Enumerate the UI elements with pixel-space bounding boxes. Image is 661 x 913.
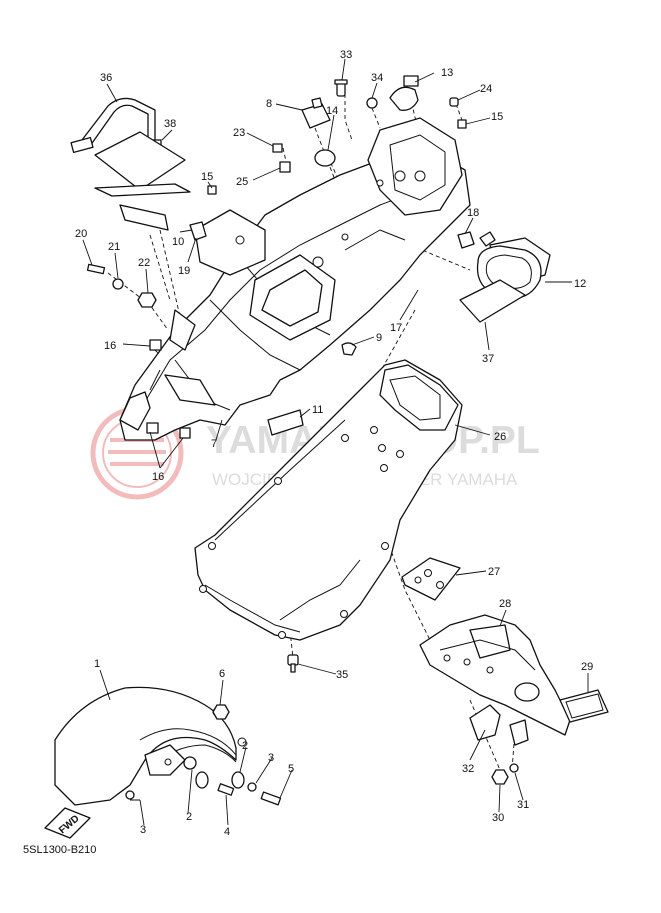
callout-7: 7	[211, 438, 217, 450]
callout-9: 9	[376, 332, 382, 344]
parts-30-31	[491, 763, 519, 785]
callout-17: 17	[390, 322, 402, 334]
callout-6: 6	[219, 668, 225, 680]
part-12-tail-light	[459, 231, 551, 323]
leader-lines	[82, 58, 589, 826]
fwd-arrow-icon: FWD	[44, 807, 91, 839]
callout-8: 8	[266, 98, 272, 110]
callout-29: 29	[581, 661, 593, 673]
callout-13: 13	[441, 67, 453, 79]
callout-25: 25	[236, 176, 248, 188]
parts-9-11	[267, 342, 357, 436]
callout-1: 1	[94, 658, 100, 670]
callout-24: 24	[480, 83, 492, 95]
callout-11: 11	[312, 404, 323, 416]
callout-3a: 3	[268, 752, 274, 764]
callout-16b: 16	[152, 471, 164, 483]
callout-37: 37	[482, 353, 494, 365]
callouts: 36 38 33 34 13 24 8 14 15 23 25 15 10 18…	[75, 49, 593, 838]
callout-34: 34	[371, 72, 383, 84]
part-7-rear-inner-fender	[119, 117, 471, 441]
callout-16a: 16	[104, 340, 116, 352]
callout-38: 38	[164, 118, 176, 130]
callout-31: 31	[517, 799, 529, 811]
callout-14: 14	[326, 105, 338, 117]
part-26-rear-fender-cover	[194, 359, 463, 641]
callout-22: 22	[138, 257, 150, 269]
parts-16-clips	[146, 339, 191, 439]
front-fender-fasteners	[125, 704, 282, 806]
callout-28: 28	[499, 598, 511, 610]
callout-19: 19	[178, 265, 190, 277]
part-29-reflector	[559, 689, 609, 723]
fasteners-20-21-22	[86, 263, 157, 308]
callout-2b: 2	[186, 811, 192, 823]
callout-4: 4	[224, 826, 230, 838]
callout-15a: 15	[491, 111, 503, 123]
callout-3b: 3	[140, 824, 146, 836]
diagram-code: 5SL1300-B210	[23, 844, 96, 856]
callout-26: 26	[494, 431, 506, 443]
callout-12: 12	[574, 278, 586, 290]
callout-23: 23	[233, 127, 245, 139]
callout-33: 33	[340, 49, 352, 61]
callout-32: 32	[462, 763, 474, 775]
callout-2a: 2	[242, 740, 248, 752]
callout-36: 36	[100, 72, 112, 84]
callout-27: 27	[488, 566, 500, 578]
callout-20: 20	[75, 228, 87, 240]
small-fasteners-top	[189, 75, 475, 249]
callout-5: 5	[288, 763, 294, 775]
part-38-sheet	[94, 131, 191, 231]
part-27-bracket-plate	[401, 557, 461, 601]
callout-30: 30	[492, 812, 504, 824]
callout-15b: 15	[201, 171, 213, 183]
part-32-bracket	[469, 704, 529, 746]
callout-21: 21	[108, 241, 120, 253]
part-28-license-bracket	[419, 614, 571, 736]
callout-35: 35	[336, 669, 348, 681]
part-35-bolt	[287, 654, 299, 673]
callout-18: 18	[467, 207, 479, 219]
callout-10: 10	[172, 236, 184, 248]
